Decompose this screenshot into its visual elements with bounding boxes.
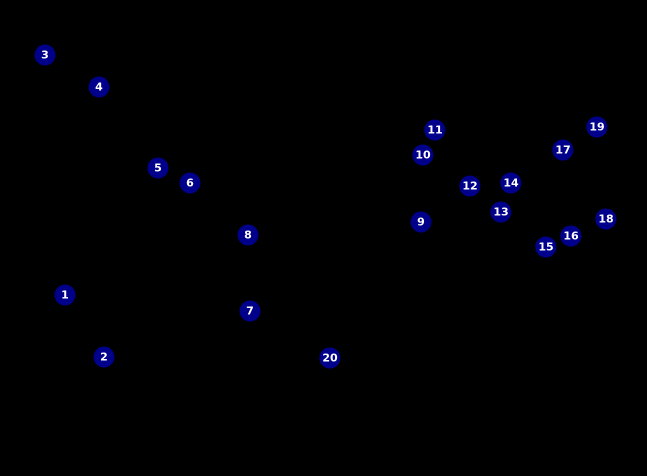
marker-2[interactable]: 2 — [93, 346, 115, 368]
marker-8[interactable]: 8 — [237, 224, 259, 246]
marker-17[interactable]: 17 — [552, 139, 574, 161]
marker-1[interactable]: 1 — [54, 284, 76, 306]
marker-18[interactable]: 18 — [595, 208, 617, 230]
marker-5[interactable]: 5 — [147, 157, 169, 179]
marker-20[interactable]: 20 — [319, 347, 341, 369]
marker-3[interactable]: 3 — [34, 44, 56, 66]
marker-15[interactable]: 15 — [535, 236, 557, 258]
marker-7[interactable]: 7 — [239, 300, 261, 322]
marker-6[interactable]: 6 — [179, 172, 201, 194]
marker-14[interactable]: 14 — [500, 172, 522, 194]
marker-9[interactable]: 9 — [410, 211, 432, 233]
marker-12[interactable]: 12 — [459, 175, 481, 197]
marker-16[interactable]: 16 — [560, 225, 582, 247]
marker-13[interactable]: 13 — [490, 201, 512, 223]
marker-10[interactable]: 10 — [412, 144, 434, 166]
marker-11[interactable]: 11 — [424, 119, 446, 141]
marker-19[interactable]: 19 — [586, 116, 608, 138]
marker-4[interactable]: 4 — [88, 76, 110, 98]
